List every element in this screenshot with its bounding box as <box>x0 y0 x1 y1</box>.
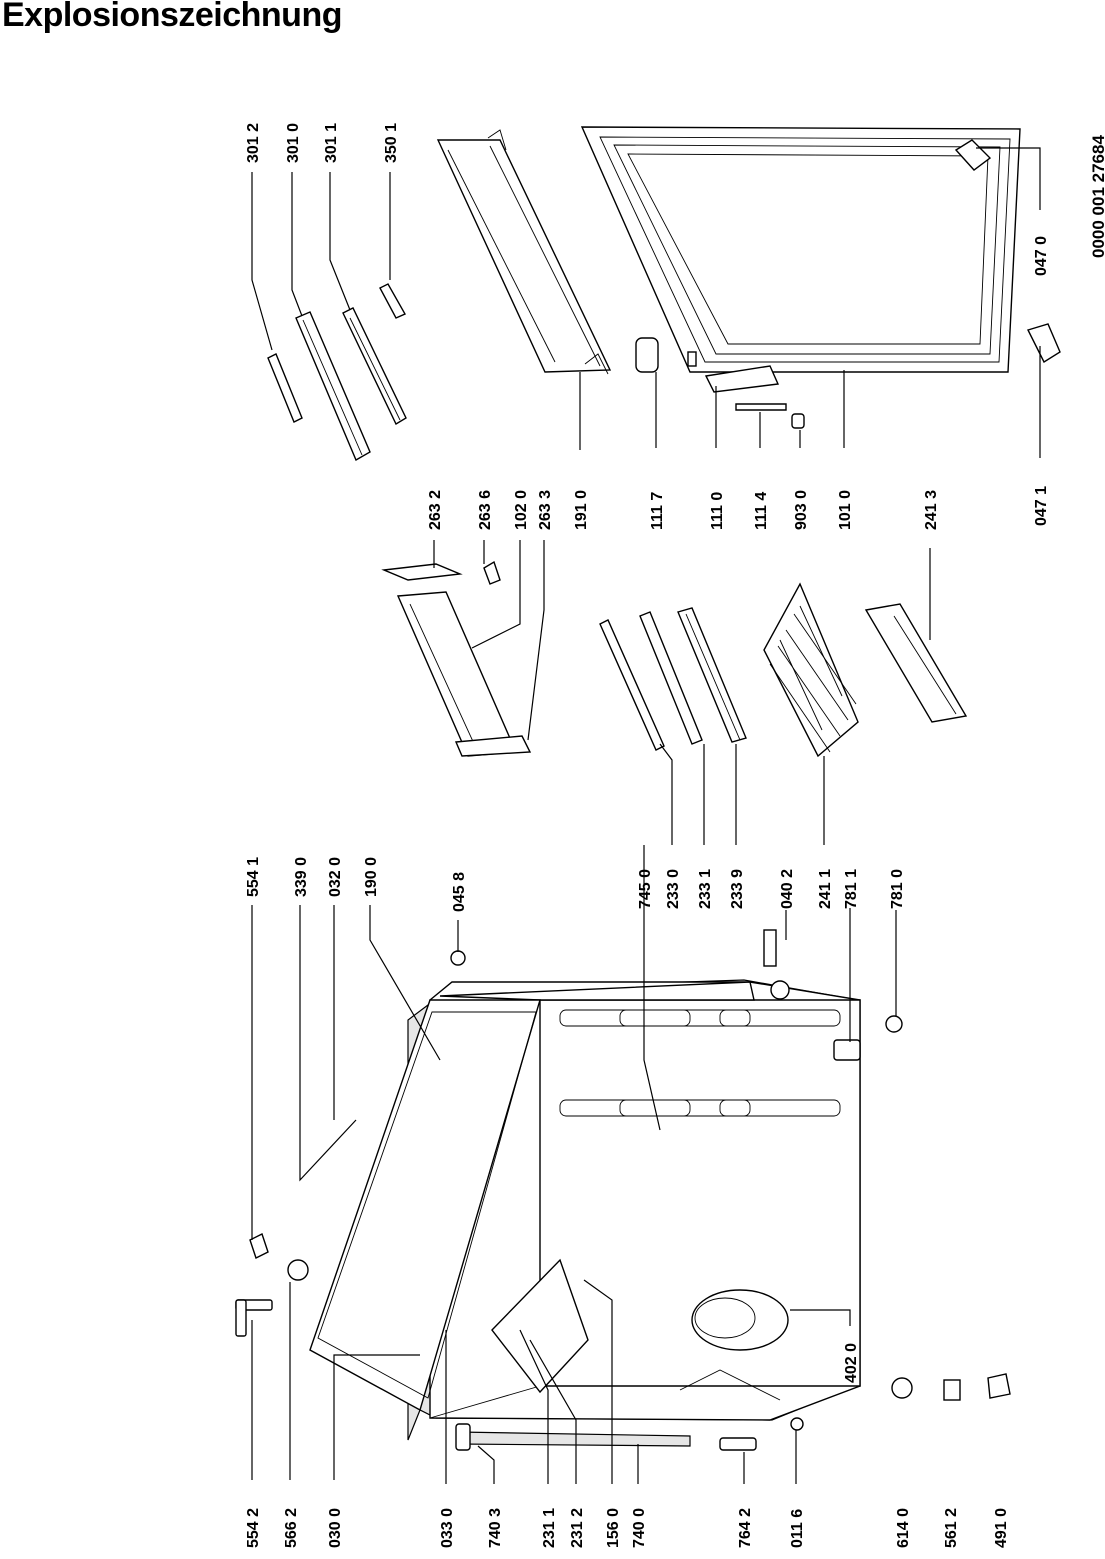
part-label: 233 0 <box>665 869 682 909</box>
part-label: 745 0 <box>637 869 654 909</box>
part-label: 030 0 <box>327 1508 344 1548</box>
part-label: 740 3 <box>487 1508 504 1548</box>
part-label: 233 9 <box>729 869 746 909</box>
part-label: 561 2 <box>943 1508 960 1548</box>
part-label: 032 0 <box>327 857 344 897</box>
cabinet-body <box>309 979 861 1441</box>
part-label: 491 0 <box>993 1508 1010 1548</box>
part-label: 033 0 <box>439 1508 456 1548</box>
crisper-parts <box>381 560 532 757</box>
part-label: 047 1 <box>1033 486 1050 526</box>
part-label: 111 0 <box>709 492 726 530</box>
part-label: 263 6 <box>477 490 494 530</box>
part-label: 554 1 <box>245 857 262 897</box>
frame-191-part <box>436 129 612 375</box>
part-label: 111 7 <box>649 492 666 530</box>
part-label: 614 0 <box>895 1508 912 1548</box>
document-number: 0000 001 27684 <box>1089 135 1105 258</box>
part-label: 190 0 <box>363 857 380 897</box>
part-label: 566 2 <box>283 1508 300 1548</box>
part-label: 241 1 <box>817 869 834 909</box>
part-label: 191 0 <box>573 490 590 530</box>
part-label: 350 1 <box>383 123 400 163</box>
part-label: 011 6 <box>789 1509 806 1548</box>
loose-parts <box>235 929 1011 1431</box>
part-label: 554 2 <box>245 1508 262 1548</box>
part-label: 231 2 <box>569 1508 586 1548</box>
shelf-rail-parts <box>599 607 747 751</box>
part-label: 263 3 <box>537 490 554 530</box>
part-label: 047 0 <box>1033 236 1050 276</box>
tube-parts <box>455 1423 757 1451</box>
part-label: 231 1 <box>541 1508 558 1548</box>
part-label: 339 0 <box>293 857 310 897</box>
basket-part <box>763 582 859 758</box>
part-label: 102 0 <box>513 490 530 530</box>
part-label: 111 4 <box>753 492 770 530</box>
part-label: 781 0 <box>889 869 906 909</box>
part-label-group: 301 2 301 0 301 1 350 1 263 2 263 6 102 … <box>245 123 1105 1548</box>
part-label: 101 0 <box>837 490 854 530</box>
part-label: 045 8 <box>451 872 468 912</box>
door-part <box>580 126 1021 373</box>
part-label: 740 0 <box>631 1508 648 1548</box>
part-label: 301 0 <box>285 123 302 163</box>
part-label: 263 2 <box>427 490 444 530</box>
part-label: 903 0 <box>793 490 810 530</box>
part-label: 301 1 <box>323 123 340 163</box>
part-label: 764 2 <box>737 1508 754 1548</box>
part-label: 301 2 <box>245 123 262 163</box>
part-label: 241 3 <box>923 490 940 530</box>
part-label: 233 1 <box>697 869 714 909</box>
part-label: 040 2 <box>779 869 796 909</box>
page-title: Explosionszeichnung <box>2 0 342 34</box>
leader-lines <box>251 147 1041 1484</box>
part-label: 402 0 <box>843 1343 860 1383</box>
strip-parts <box>267 283 407 461</box>
cover-241-part <box>864 603 968 723</box>
part-label: 156 0 <box>605 1508 622 1548</box>
door-hardware-parts <box>635 139 1061 429</box>
part-label: 781 1 <box>843 869 860 909</box>
